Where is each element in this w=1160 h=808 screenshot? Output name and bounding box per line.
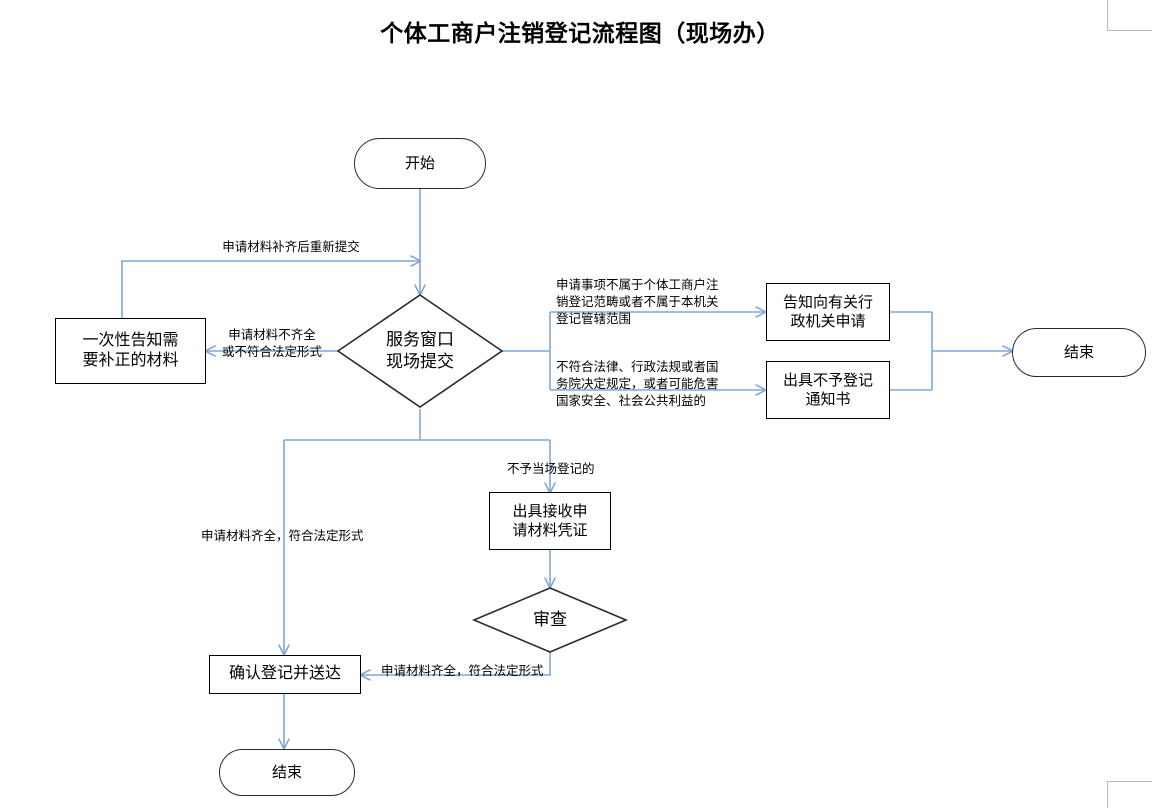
- node-inform-other-agency[interactable]: 告知向有关行 政机关申请: [766, 283, 890, 341]
- edge-label-materials-complete-review: 申请材料齐全，符合法定形式: [381, 664, 544, 678]
- node-notify-correction[interactable]: 一次性告知需 要补正的材料: [55, 318, 206, 384]
- node-notify-correction-label: 一次性告知需 要补正的材料: [82, 331, 179, 369]
- node-service-window-label: 服务窗口 现场提交: [386, 329, 454, 371]
- edge-label-resubmit-after-correction: 申请材料补齐后重新提交: [222, 240, 360, 254]
- edge-label-violates-law: 不符合法律、行政法规或者国 务院决定规定，或者可能危害 国家安全、社会公共利益的: [556, 360, 719, 408]
- page-title: 个体工商户注销登记流程图（现场办）: [380, 21, 780, 46]
- node-confirm-and-deliver[interactable]: 确认登记并送达: [209, 655, 361, 694]
- decision-shape-service-window: [336, 294, 504, 408]
- node-inform-other-agency-label: 告知向有关行 政机关申请: [782, 293, 873, 330]
- node-end-bottom-label: 结束: [271, 763, 302, 781]
- node-end-right-label: 结束: [1063, 343, 1094, 361]
- node-issue-receipt[interactable]: 出具接收申 请材料凭证: [489, 492, 611, 550]
- node-issue-receipt-label: 出具接收申 请材料凭证: [512, 502, 588, 539]
- edge-label-not-registered-on-site: 不予当场登记的: [507, 462, 595, 476]
- node-service-window[interactable]: 服务窗口 现场提交: [350, 322, 490, 380]
- edge-label-out-of-scope: 申请事项不属于个体工商户注 销登记范畴或者不属于本机关 登记管辖范围: [556, 278, 719, 326]
- edge-notify-back-to-service-window: [121, 261, 420, 318]
- crop-mark-top-right: [1107, 0, 1152, 31]
- node-issue-refusal-notice[interactable]: 出具不予登记 通知书: [766, 361, 890, 419]
- node-confirm-and-deliver-label: 确认登记并送达: [228, 665, 341, 683]
- node-end-bottom[interactable]: 结束: [219, 749, 355, 796]
- node-issue-refusal-notice-label: 出具不予登记 通知书: [782, 371, 873, 408]
- decision-shape-review: [471, 587, 629, 653]
- node-start[interactable]: 开始: [354, 138, 486, 189]
- node-review-label: 审查: [533, 609, 567, 629]
- node-end-right[interactable]: 结束: [1012, 328, 1146, 377]
- node-review[interactable]: 审查: [510, 606, 590, 634]
- edge-label-materials-incomplete: 申请材料不齐全 或不符合法定形式: [221, 328, 322, 359]
- edge-label-materials-complete-left: 申请材料齐全，符合法定形式: [201, 529, 364, 543]
- crop-mark-bottom-right: [1107, 781, 1152, 808]
- node-start-label: 开始: [404, 154, 435, 172]
